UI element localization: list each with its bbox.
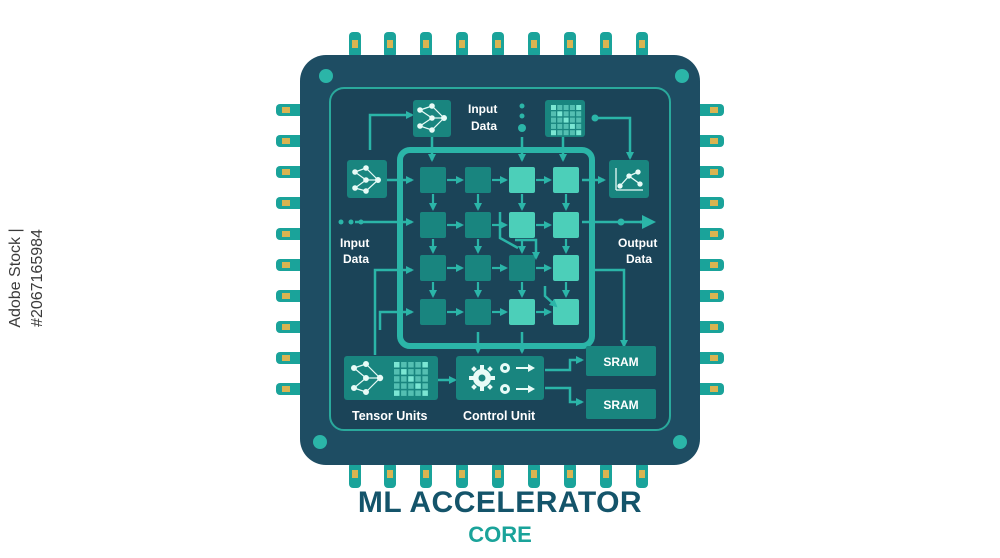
neural-network-icon xyxy=(417,103,448,133)
sram-block-1 xyxy=(586,346,656,376)
processing-element xyxy=(553,299,579,325)
routing-lines xyxy=(355,111,656,406)
input-data-label-left: Input xyxy=(340,236,369,250)
processing-element xyxy=(420,299,446,325)
chip-pin-tip xyxy=(710,262,718,268)
corner-screw xyxy=(319,69,333,83)
chip-pin-tip xyxy=(531,40,537,48)
processing-element xyxy=(509,212,535,238)
sram-label-1: SRAM xyxy=(603,355,638,369)
chip-pin-tip xyxy=(387,470,393,478)
chip-pin-tip xyxy=(710,138,718,144)
processing-element xyxy=(465,212,491,238)
graph-block-right xyxy=(609,160,649,198)
chip-pin-tip xyxy=(282,169,290,175)
neural-network-icon xyxy=(351,361,384,396)
systolic-array-frame xyxy=(397,147,595,349)
control-unit-label: Control Unit xyxy=(463,409,536,423)
chip-pin-tip xyxy=(282,231,290,237)
chip-pins xyxy=(276,32,724,488)
processing-element xyxy=(465,167,491,193)
gears-icon xyxy=(469,363,510,394)
output-data-label: Data xyxy=(626,252,652,266)
corner-screw xyxy=(313,435,327,449)
arrow-right-icon xyxy=(516,364,535,393)
sram-label-2: SRAM xyxy=(603,398,638,412)
chip-pin-tip xyxy=(282,107,290,113)
input-data-label-left: Data xyxy=(343,252,369,266)
chip-pin-tip xyxy=(423,470,429,478)
chip-pin-tip xyxy=(495,40,501,48)
data-dots xyxy=(338,103,625,226)
chip-pin-tip xyxy=(531,470,537,478)
processing-element xyxy=(553,255,579,281)
chip-pin-tip xyxy=(459,470,465,478)
processing-element xyxy=(509,167,535,193)
chip-pin-tip xyxy=(282,324,290,330)
neural-network-block-left xyxy=(347,160,387,198)
processing-element xyxy=(509,255,535,281)
chip-pin-tip xyxy=(282,200,290,206)
processing-element xyxy=(553,167,579,193)
chip-pin-tip xyxy=(603,40,609,48)
systolic-array-grid xyxy=(420,167,579,325)
chip-pin-tip xyxy=(567,40,573,48)
chip-pin-tip xyxy=(352,470,358,478)
corner-screw xyxy=(673,435,687,449)
chip-pin-tip xyxy=(282,293,290,299)
chip-pin-tip xyxy=(352,40,358,48)
chip-pin-tip xyxy=(282,262,290,268)
chip-pin-tip xyxy=(495,470,501,478)
chip-pin-tip xyxy=(282,386,290,392)
chip-pin-tip xyxy=(710,293,718,299)
corner-screw xyxy=(675,69,689,83)
sram-block-2 xyxy=(586,389,656,419)
chip-pin-tip xyxy=(567,470,573,478)
neural-network-icon xyxy=(352,165,382,194)
chip-pin-tip xyxy=(710,169,718,175)
chip-pin-tip xyxy=(387,40,393,48)
chip-pin-tip xyxy=(282,138,290,144)
chip-pin-tip xyxy=(710,324,718,330)
chip-pin-tip xyxy=(710,107,718,113)
chip-pin-tip xyxy=(459,40,465,48)
graph-icon xyxy=(615,168,643,191)
stock-id-label: Adobe Stock | #2067165984 xyxy=(7,228,46,328)
processing-element xyxy=(420,212,446,238)
chip-pin-tip xyxy=(603,470,609,478)
diagram-title: ML ACCELERATOR xyxy=(357,486,643,519)
neural-network-block-top xyxy=(413,100,451,137)
processing-element xyxy=(553,212,579,238)
tensor-units-block xyxy=(344,356,438,400)
processing-element xyxy=(465,255,491,281)
input-data-label-top: Input xyxy=(468,102,497,116)
chip-pin-tip xyxy=(282,355,290,361)
chip-pin-tip xyxy=(710,386,718,392)
output-data-label: Output xyxy=(618,236,657,250)
diagram-subtitle: CORE xyxy=(468,522,532,547)
chip-pin-tip xyxy=(639,40,645,48)
processing-element xyxy=(465,299,491,325)
tensor-units-label: Tensor Units xyxy=(352,409,428,423)
chip-pin-tip xyxy=(710,355,718,361)
chip-pin-tip xyxy=(423,40,429,48)
input-data-label-top: Data xyxy=(471,119,497,133)
matrix-block-top xyxy=(545,100,585,137)
matrix-grid-icon xyxy=(551,105,582,136)
processing-element xyxy=(420,167,446,193)
chip-pin-tip xyxy=(710,200,718,206)
chip-pin-tip xyxy=(710,231,718,237)
control-unit-block xyxy=(456,356,544,400)
chip-pin-tip xyxy=(639,470,645,478)
processing-element xyxy=(509,299,535,325)
matrix-grid-icon xyxy=(394,362,428,396)
processing-element xyxy=(420,255,446,281)
